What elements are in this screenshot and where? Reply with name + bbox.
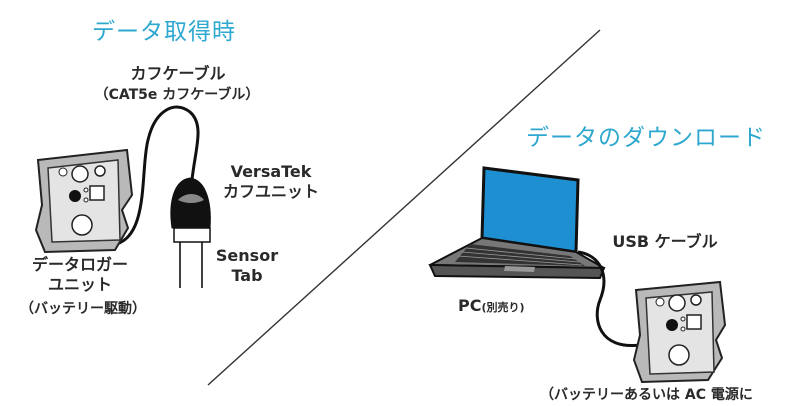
logger-label-line1: データロガー bbox=[31, 255, 128, 274]
cuff-label-line1: VersaTek bbox=[230, 162, 312, 181]
data-logger-right bbox=[632, 280, 727, 384]
cable-sub: （CAT5e カフケーブル） bbox=[94, 87, 260, 103]
pc-label: PC(別売り) bbox=[458, 296, 525, 315]
left-title: データ取得時 bbox=[92, 19, 236, 45]
data-logger-left bbox=[34, 148, 134, 254]
cable-label: カフケーブル bbox=[130, 64, 226, 83]
usb-label: USB ケーブル bbox=[612, 232, 718, 251]
logger-sub: （バッテリー駆動） bbox=[20, 301, 146, 317]
cuff-cable bbox=[111, 105, 200, 247]
bottom-note: （バッテリーあるいは AC 電源に bbox=[540, 387, 753, 403]
sensor-label-line1: Sensor bbox=[215, 246, 279, 265]
logger-label-line2: ユニット bbox=[47, 275, 112, 294]
cuff-unit bbox=[170, 177, 211, 288]
sensor-label-line2: Tab bbox=[231, 266, 263, 285]
pc-sub: (別売り) bbox=[481, 301, 525, 314]
right-title: データのダウンロード bbox=[526, 125, 766, 151]
laptop bbox=[428, 166, 606, 280]
usb-cable bbox=[577, 250, 641, 347]
cuff-label-line2: カフユニット bbox=[222, 182, 319, 201]
divider-line bbox=[207, 29, 601, 386]
